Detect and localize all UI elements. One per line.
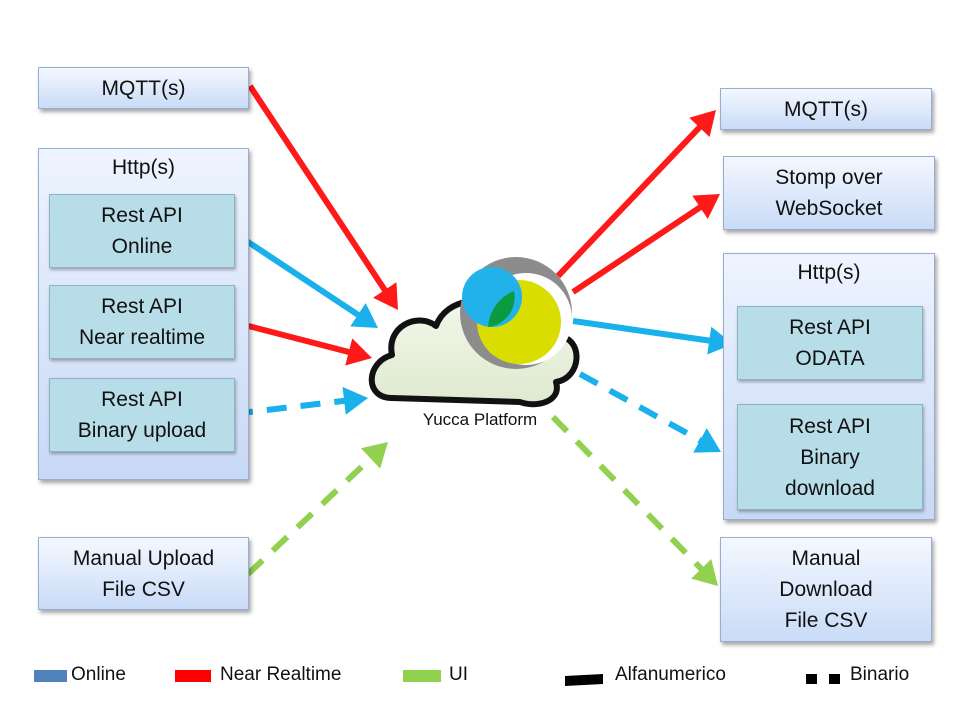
flow-arrowhead-manual-upload-file-csv-to-yucca-platform xyxy=(360,442,388,469)
left-mqtt-box: MQTT(s) xyxy=(38,67,249,109)
legend-ui-swatch xyxy=(403,670,441,682)
right-mqtt-box: MQTT(s) xyxy=(720,88,932,130)
flow-arrow-yucca-platform-to-mqtt-s xyxy=(555,123,704,279)
flow-arrow-yucca-platform-to-manual-download-file-csv xyxy=(550,414,705,573)
flow-arrow-rest-api-binary-upload-to-yucca-platform xyxy=(232,397,347,417)
right-http-title: Http(s) xyxy=(797,261,861,284)
flow-arrowhead-yucca-platform-to-mqtt-s xyxy=(689,110,716,138)
flow-arrow-yucca-platform-to-stomp-over-websocket xyxy=(571,203,704,295)
rest-odata-box: Rest API ODATA xyxy=(737,306,923,380)
legend-ui-label: UI xyxy=(449,664,468,685)
flow-arrowhead-mqtt-s-to-yucca-platform xyxy=(373,282,398,310)
right-http-group: Http(s) Rest API ODATA Rest API Binary d… xyxy=(723,253,935,520)
flow-arrow-yucca-platform-to-rest-api-odata xyxy=(572,318,712,344)
left-http-group: Http(s) Rest API Online Rest API Near re… xyxy=(38,148,249,480)
legend-online-label: Online xyxy=(71,664,126,685)
legend-binario-swatch-b xyxy=(829,674,840,684)
legend-online-swatch xyxy=(34,670,67,682)
stomp-websocket-box: Stomp over WebSocket xyxy=(723,156,935,230)
flow-arrowhead-yucca-platform-to-stomp-over-websocket xyxy=(692,194,720,219)
rest-binary-upload-box: Rest API Binary upload xyxy=(49,378,235,452)
flow-arrow-manual-upload-file-csv-to-yucca-platform xyxy=(245,454,375,577)
flow-arrow-rest-api-near-realtime-to-yucca-platform xyxy=(232,319,352,356)
flow-arrowhead-rest-api-near-realtime-to-yucca-platform xyxy=(345,338,372,366)
flow-arrowhead-yucca-platform-to-rest-api-odata xyxy=(707,326,733,355)
manual-download-box: Manual Download File CSV xyxy=(720,537,932,642)
flow-arrowhead-rest-api-online-to-yucca-platform xyxy=(350,303,378,328)
flow-arrow-rest-api-online-to-yucca-platform xyxy=(231,229,362,319)
yucca-platform-label: Yucca Platform xyxy=(422,410,538,429)
flow-arrowhead-rest-api-binary-upload-to-yucca-platform xyxy=(342,386,368,415)
rest-binary-download-box: Rest API Binary download xyxy=(737,404,923,510)
legend-binario-label: Binario xyxy=(850,664,910,685)
flow-arrowhead-yucca-platform-to-manual-download-file-csv xyxy=(691,559,718,586)
manual-upload-box: Manual Upload File CSV xyxy=(38,537,249,610)
legend-binario-swatch-a xyxy=(806,674,817,684)
yucca-logo-icon xyxy=(460,257,572,369)
flow-arrow-mqtt-s-to-yucca-platform xyxy=(247,84,389,294)
left-http-title: Http(s) xyxy=(112,156,175,179)
legend-near-realtime-label: Near Realtime xyxy=(220,664,342,685)
flow-arrowhead-yucca-platform-to-rest-api-binary-download xyxy=(693,428,721,453)
flow-arrows xyxy=(231,84,733,586)
rest-online-box: Rest API Online xyxy=(49,194,235,268)
legend-alfanumerico-label: Alfanumerico xyxy=(615,664,726,685)
rest-near-realtime-box: Rest API Near realtime xyxy=(49,285,235,359)
legend-alfanumerico-swatch xyxy=(565,674,603,686)
legend-near-realtime-swatch xyxy=(175,670,211,682)
flow-arrow-yucca-platform-to-rest-api-binary-download xyxy=(578,371,704,444)
